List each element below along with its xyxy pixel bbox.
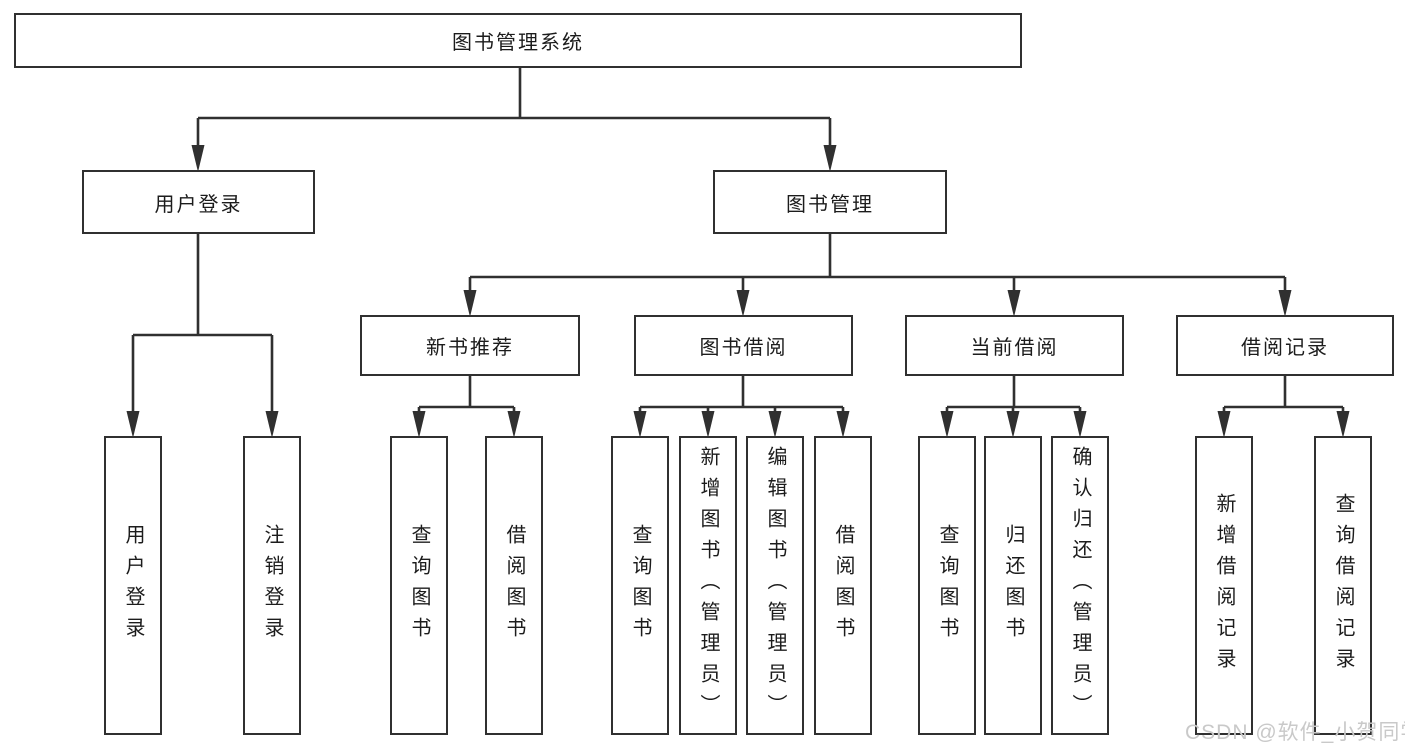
leaf-borrow-add-admin: 新增图书（管理员）: [679, 436, 737, 735]
connector-user-login-branch: [126, 234, 279, 438]
connector-current-borrow-branch: [940, 376, 1087, 438]
arrowhead-icon: [940, 411, 954, 438]
arrowhead-icon: [736, 290, 750, 317]
leaf-current-return: 归还图书: [984, 436, 1042, 735]
connector-book-management-branch: [463, 234, 1292, 317]
node-book-borrow: 图书借阅: [634, 315, 853, 376]
arrowhead-icon: [836, 411, 850, 438]
leaf-borrow-query: 查询图书: [611, 436, 669, 735]
node-user-login: 用户登录: [82, 170, 315, 234]
connector-line: [468, 234, 1287, 295]
node-borrow-records: 借阅记录: [1176, 315, 1394, 376]
arrowhead-icon: [1006, 411, 1020, 438]
connector-borrow-records-branch: [1217, 376, 1350, 438]
leaf-newbook-query: 查询图书: [390, 436, 448, 735]
leaf-current-confirm-admin: 确认归还（管理员）: [1051, 436, 1109, 735]
connector-line: [1222, 376, 1345, 416]
node-current-borrow: 当前借阅: [905, 315, 1124, 376]
leaf-user-login: 用户登录: [104, 436, 162, 735]
leaf-borrow-edit-admin: 编辑图书（管理员）: [746, 436, 804, 735]
node-new-book-recommend: 新书推荐: [360, 315, 580, 376]
leaf-newbook-borrow: 借阅图书: [485, 436, 543, 735]
leaf-records-add: 新增借阅记录: [1195, 436, 1253, 735]
node-book-management: 图书管理: [713, 170, 947, 234]
arrowhead-icon: [507, 411, 521, 438]
arrowhead-icon: [1278, 290, 1292, 317]
connector-root-to-level2: [191, 66, 837, 172]
leaf-records-query: 查询借阅记录: [1314, 436, 1372, 735]
arrowhead-icon: [463, 290, 477, 317]
leaf-current-query: 查询图书: [918, 436, 976, 735]
arrowhead-icon: [1217, 411, 1231, 438]
arrowhead-icon: [412, 411, 426, 438]
arrowhead-icon: [265, 411, 279, 438]
arrowhead-icon: [633, 411, 647, 438]
leaf-logout: 注销登录: [243, 436, 301, 735]
arrowhead-icon: [701, 411, 715, 438]
connector-line: [638, 376, 845, 416]
arrowhead-icon: [1073, 411, 1087, 438]
connector-line: [131, 234, 274, 416]
watermark: CSDN @软件_小贺同学: [1185, 721, 1405, 744]
arrowhead-icon: [191, 145, 205, 172]
leaf-borrow-borrow: 借阅图书: [814, 436, 872, 735]
arrowhead-icon: [1336, 411, 1350, 438]
connector-new-book-branch: [412, 376, 521, 438]
arrowhead-icon: [823, 145, 837, 172]
connector-line: [196, 66, 832, 150]
arrowhead-icon: [126, 411, 140, 438]
arrowhead-icon: [1007, 290, 1021, 317]
arrowhead-icon: [768, 411, 782, 438]
connector-line: [945, 376, 1082, 416]
connector-line: [417, 376, 516, 416]
node-library-management-system: 图书管理系统: [14, 13, 1022, 68]
connector-book-borrow-branch: [633, 376, 850, 438]
